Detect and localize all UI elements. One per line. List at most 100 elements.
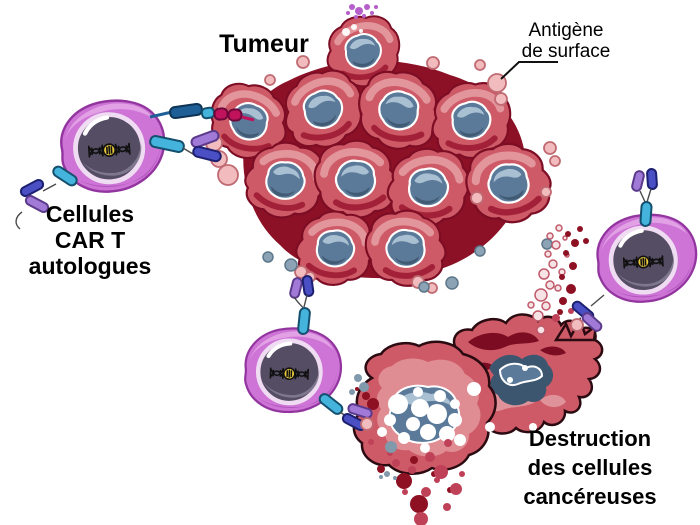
car-receptors	[15, 102, 658, 432]
debris-dot	[385, 441, 397, 453]
purple-splatter-dot	[349, 4, 355, 10]
apoptotic-hole	[485, 422, 495, 432]
debris-dot	[552, 314, 560, 322]
debris-dot	[559, 274, 565, 280]
car-t-cells-label: Cellules CAR T autologues	[10, 201, 170, 279]
car-receptor-middle-top	[289, 275, 315, 335]
debris-dot	[384, 471, 390, 477]
apoptotic-hole	[439, 426, 455, 442]
purple-splatter-dot	[374, 5, 378, 9]
surface-antigen	[296, 55, 310, 69]
apoptotic-hole	[448, 413, 462, 427]
debris-dot	[410, 495, 428, 513]
destruction-label-line3: cancéreuses	[523, 484, 657, 509]
apoptotic-hole	[420, 424, 436, 440]
debris-dot	[421, 487, 431, 497]
debris-dot	[377, 465, 385, 473]
debris-bubble	[538, 268, 550, 280]
purple-splatter-dot	[346, 11, 350, 15]
surface-antigen	[470, 191, 484, 205]
apoptotic-hole	[522, 365, 528, 371]
cart-label-line1: Cellules	[45, 201, 135, 227]
debris-dot	[434, 477, 440, 483]
surface-antigen-blue	[418, 281, 430, 293]
apoptotic-hole	[406, 417, 420, 431]
debris-dot	[583, 238, 589, 244]
surface-antigen-blue	[474, 245, 486, 257]
apoptotic-hole	[413, 387, 423, 397]
dying-cancer-cells	[352, 313, 604, 475]
debris-dot	[577, 226, 583, 232]
debris-dot	[368, 439, 374, 445]
purple-splatter-dot	[370, 11, 374, 15]
apoptotic-hole	[467, 382, 481, 396]
debris-dot	[444, 439, 452, 447]
debris-bubble	[534, 288, 548, 302]
apoptotic-hole	[388, 394, 408, 414]
debris-dot	[559, 297, 567, 305]
surface-antigen	[474, 59, 486, 71]
debris-dot	[410, 456, 418, 464]
car-receptor-middle-attack	[318, 393, 374, 432]
debris-dot	[354, 374, 362, 382]
apoptotic-hole	[420, 443, 430, 453]
apoptotic-hole	[507, 377, 513, 383]
debris-dot	[379, 475, 383, 479]
debris-bubble	[536, 325, 546, 335]
debris-dot	[443, 503, 451, 511]
debris-dot	[571, 239, 579, 247]
apoptotic-hole	[398, 432, 410, 444]
apoptotic-hole	[434, 390, 446, 402]
apoptotic-hole	[454, 434, 466, 446]
debris-dot	[557, 309, 563, 315]
surface-antigen	[217, 164, 239, 186]
debris-bubble	[545, 280, 555, 290]
debris-bubble	[544, 250, 552, 258]
antigen-label-line1: Antigène	[528, 20, 604, 41]
cart-label-line3: autologues	[28, 253, 152, 279]
surface-antigen	[264, 74, 276, 86]
purple-splatter-dot	[354, 15, 358, 19]
apoptotic-hole	[377, 427, 387, 437]
tumor-label-text: Tumeur	[219, 30, 309, 58]
car-receptor-free	[149, 129, 222, 163]
debris-dot	[563, 250, 569, 256]
debris-dot	[349, 389, 355, 395]
debris-bubble	[551, 240, 561, 250]
debris-bubble	[562, 235, 568, 241]
debris-dot	[414, 512, 428, 525]
debris-dot	[450, 483, 462, 495]
debris-dot	[425, 452, 435, 462]
surface-antigen-blue	[541, 238, 553, 250]
apoptotic-hole	[384, 414, 396, 426]
debris-dot	[367, 398, 379, 410]
surface-bubble	[351, 24, 357, 30]
surface-bubble	[342, 28, 350, 36]
purple-splatter-dot	[362, 14, 366, 18]
tumor-label: Tumeur	[198, 30, 330, 59]
debris-bubble	[555, 224, 563, 232]
surface-antigen	[494, 92, 508, 106]
surface-antigen-blue	[445, 276, 459, 290]
apoptotic-hole	[450, 399, 460, 409]
debris-dot	[392, 459, 400, 467]
surface-antigen-label: Antigène de surface	[496, 20, 636, 62]
debris-dot	[569, 262, 577, 270]
apoptotic-hole	[411, 399, 429, 417]
debris-dot	[459, 471, 465, 477]
surface-antigen	[426, 56, 440, 70]
antigen-pointer-line	[500, 61, 558, 80]
purple-splatter-dot	[355, 7, 363, 15]
debris-bubble	[541, 301, 551, 311]
car-receptor-lower	[15, 165, 78, 230]
destruction-label-line1: Destruction	[528, 426, 652, 451]
splatter-and-bubbles	[342, 4, 378, 36]
surface-bubble	[359, 29, 363, 33]
apoptotic-holes	[377, 365, 537, 453]
cell-debris	[349, 224, 589, 525]
car-receptor-bound	[149, 102, 255, 122]
destruction-label: Destruction des cellules cancéreuses	[505, 424, 675, 511]
debris-bubble	[554, 284, 562, 292]
